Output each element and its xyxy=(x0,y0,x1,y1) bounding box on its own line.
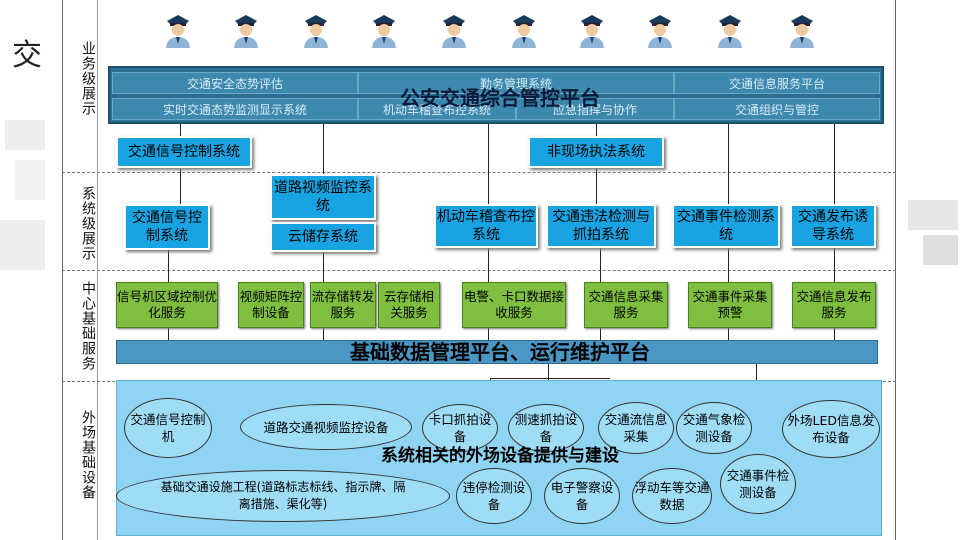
separator-line xyxy=(62,270,896,271)
connector xyxy=(180,124,181,136)
field-device: 违停检测设备 xyxy=(456,468,532,524)
platform-cell: 交通信息服务平台 xyxy=(674,72,880,94)
service-box: 信号机区域控制优化服务 xyxy=(116,282,218,328)
connector xyxy=(490,378,610,379)
police-officer-icon xyxy=(234,15,258,48)
connector xyxy=(180,166,181,204)
platform-cell: 交通组织与管控 xyxy=(674,98,880,120)
service-box: 云存储相关服务 xyxy=(378,282,440,328)
system-cloud-storage: 云储存系统 xyxy=(270,222,376,252)
system-video-monitoring: 道路视频监控系统 xyxy=(270,174,376,220)
police-officer-icon xyxy=(580,15,604,48)
field-device: 电子警察设备 xyxy=(544,468,620,524)
top-platform-title: 公安交通综合管控平台 xyxy=(400,86,600,110)
field-device: 卡口抓拍设备 xyxy=(422,404,498,452)
field-device: 外场LED信息发布设备 xyxy=(782,400,880,458)
side-label-field: 外场基础设备 xyxy=(80,410,96,500)
connector xyxy=(834,328,835,344)
background-pattern xyxy=(0,120,45,270)
service-box: 视频矩阵控制设备 xyxy=(238,282,304,328)
connector xyxy=(596,166,597,204)
connector xyxy=(323,328,324,344)
mid-platform-title: 基础数据管理平台、运行维护平台 xyxy=(350,340,650,364)
police-officer-icon xyxy=(372,15,396,48)
connector xyxy=(834,124,835,204)
field-device: 交通事件检测设备 xyxy=(720,454,796,514)
connector xyxy=(488,124,489,204)
service-box: 交通信息发布服务 xyxy=(792,282,876,328)
field-device: 道路交通视频监控设备 xyxy=(240,404,412,450)
field-device: 浮动车等交通数据 xyxy=(632,468,712,524)
service-box: 电警、卡口数据接收服务 xyxy=(462,282,566,328)
police-officer-icon xyxy=(718,15,742,48)
field-title: 系统相关的外场设备提供与建设 xyxy=(381,446,619,466)
police-officer-icon xyxy=(166,15,190,48)
platform-cell: 勤务管理系统 xyxy=(358,72,674,94)
system-signal-control-top: 交通信号控制系统 xyxy=(116,136,252,168)
side-label-business: 业务级展示 xyxy=(80,40,96,116)
platform-cell: 应急指挥与协作 xyxy=(516,98,674,120)
field-device: 交通信号控制机 xyxy=(124,398,212,458)
police-officer-icon xyxy=(648,15,672,48)
connector xyxy=(728,124,729,204)
field-device: 交通流信息采集 xyxy=(598,402,674,454)
connector xyxy=(168,328,169,344)
page-title: 交 xyxy=(12,38,42,73)
field-device: 测速抓拍设备 xyxy=(508,404,584,452)
connector xyxy=(728,328,729,344)
system-info-release: 交通发布诱导系统 xyxy=(790,204,876,248)
mid-platform-band xyxy=(116,340,878,364)
police-officer-icon xyxy=(512,15,536,48)
platform-cell: 机动车稽查布控系统 xyxy=(358,98,516,120)
separator-line xyxy=(62,172,896,173)
side-label-center: 中心基础服务 xyxy=(80,281,96,371)
service-box: 交通事件采集预警 xyxy=(688,282,772,328)
service-box: 流存储转发服务 xyxy=(310,282,376,328)
connector xyxy=(728,248,729,282)
police-officer-icon xyxy=(304,15,328,48)
police-officer-icon xyxy=(790,15,814,48)
connector xyxy=(168,250,169,282)
connector xyxy=(323,124,324,174)
connector xyxy=(600,328,601,344)
system-signal-control: 交通信号控制系统 xyxy=(124,204,210,250)
platform-cell: 实时交通态势监测显示系统 xyxy=(112,98,358,120)
field-device: 基础交通设施工程(道路标志标线、指示牌、隔离措施、渠化等) xyxy=(116,470,450,522)
system-vehicle-check: 机动车稽查布控系统 xyxy=(434,204,538,248)
platform-cell: 交通安全态势评估 xyxy=(112,72,358,94)
system-non-site-enforcement: 非现场执法系统 xyxy=(528,136,664,168)
connector xyxy=(323,252,324,282)
connector xyxy=(488,248,489,282)
system-violation-capture: 交通违法检测与抓拍系统 xyxy=(546,204,656,248)
field-device: 交通气象检测设备 xyxy=(676,402,752,454)
service-box: 交通信息采集服务 xyxy=(584,282,668,328)
side-label-system: 系统级展示 xyxy=(80,185,96,261)
connector xyxy=(596,124,597,136)
connector xyxy=(488,328,489,344)
connector xyxy=(600,248,601,282)
police-officer-icon xyxy=(442,15,466,48)
connector xyxy=(834,248,835,282)
system-incident-detection: 交通事件检测系统 xyxy=(672,204,780,248)
background-pattern-right xyxy=(908,200,958,265)
